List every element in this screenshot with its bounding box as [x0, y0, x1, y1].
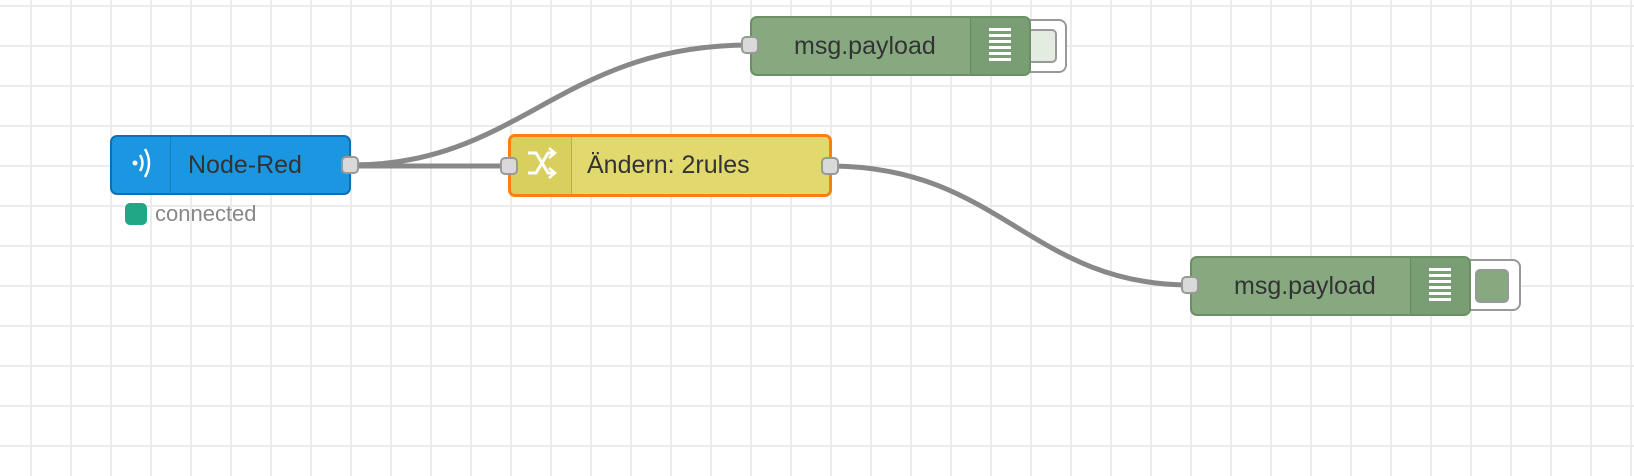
mqtt-output-port[interactable]: [341, 156, 359, 174]
debug-node-top[interactable]: msg.payload: [750, 16, 1031, 76]
mqtt-wave-icon: [126, 143, 156, 188]
mqtt-in-node[interactable]: Node-Red: [110, 135, 351, 195]
debug-top-label: msg.payload: [794, 31, 936, 60]
change-node[interactable]: Ändern: 2rules: [508, 134, 832, 197]
mqtt-node-label: Node-Red: [188, 150, 302, 179]
change-node-label: Ändern: 2rules: [587, 151, 750, 179]
debug-toggle-bottom[interactable]: [1465, 259, 1521, 311]
debug-bottom-input-port[interactable]: [1181, 276, 1199, 294]
shuffle-icon: [524, 143, 558, 188]
mqtt-icon-area: [112, 137, 171, 193]
change-output-port[interactable]: [821, 157, 839, 175]
debug-toggle-top-button[interactable]: [1027, 29, 1057, 63]
wire-change-to-debug-bottom[interactable]: [829, 163, 1191, 288]
change-input-port[interactable]: [500, 157, 518, 175]
wire-mqtt-to-debug-top[interactable]: [351, 42, 751, 168]
debug-bottom-label: msg.payload: [1234, 271, 1376, 300]
debug-lines-icon: [987, 24, 1013, 69]
debug-toggle-top[interactable]: [1025, 19, 1067, 73]
debug-toggle-bottom-button[interactable]: [1475, 269, 1509, 303]
debug-bottom-icon-area: [1410, 258, 1469, 314]
debug-node-bottom[interactable]: msg.payload: [1190, 256, 1471, 316]
debug-top-input-port[interactable]: [741, 36, 759, 54]
debug-lines-icon: [1427, 264, 1453, 309]
debug-top-icon-area: [970, 18, 1029, 74]
status-text: connected: [155, 201, 257, 226]
change-icon-area: [511, 137, 572, 194]
status-connected-dot: [125, 203, 147, 225]
